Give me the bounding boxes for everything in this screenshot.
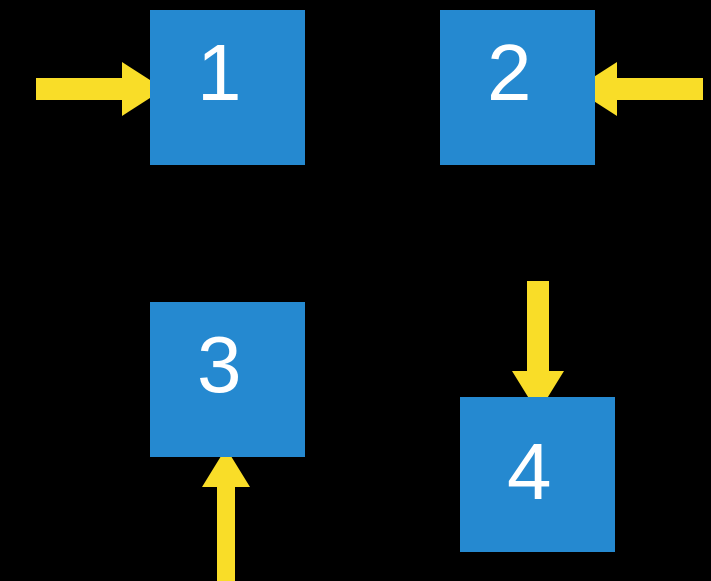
arrow-down-icon — [512, 281, 564, 413]
block-three-label: 3 — [197, 320, 242, 409]
block-one[interactable] — [150, 10, 305, 165]
arrow-up-icon — [202, 448, 250, 581]
block-one-label: 1 — [197, 28, 242, 117]
block-two[interactable] — [440, 10, 595, 165]
block-four[interactable] — [460, 397, 615, 552]
block-two-label: 2 — [487, 28, 532, 117]
arrow-right-icon — [36, 62, 164, 116]
block-four-label: 4 — [507, 427, 552, 516]
arrow-left-icon — [575, 62, 703, 116]
block-three[interactable] — [150, 302, 305, 457]
